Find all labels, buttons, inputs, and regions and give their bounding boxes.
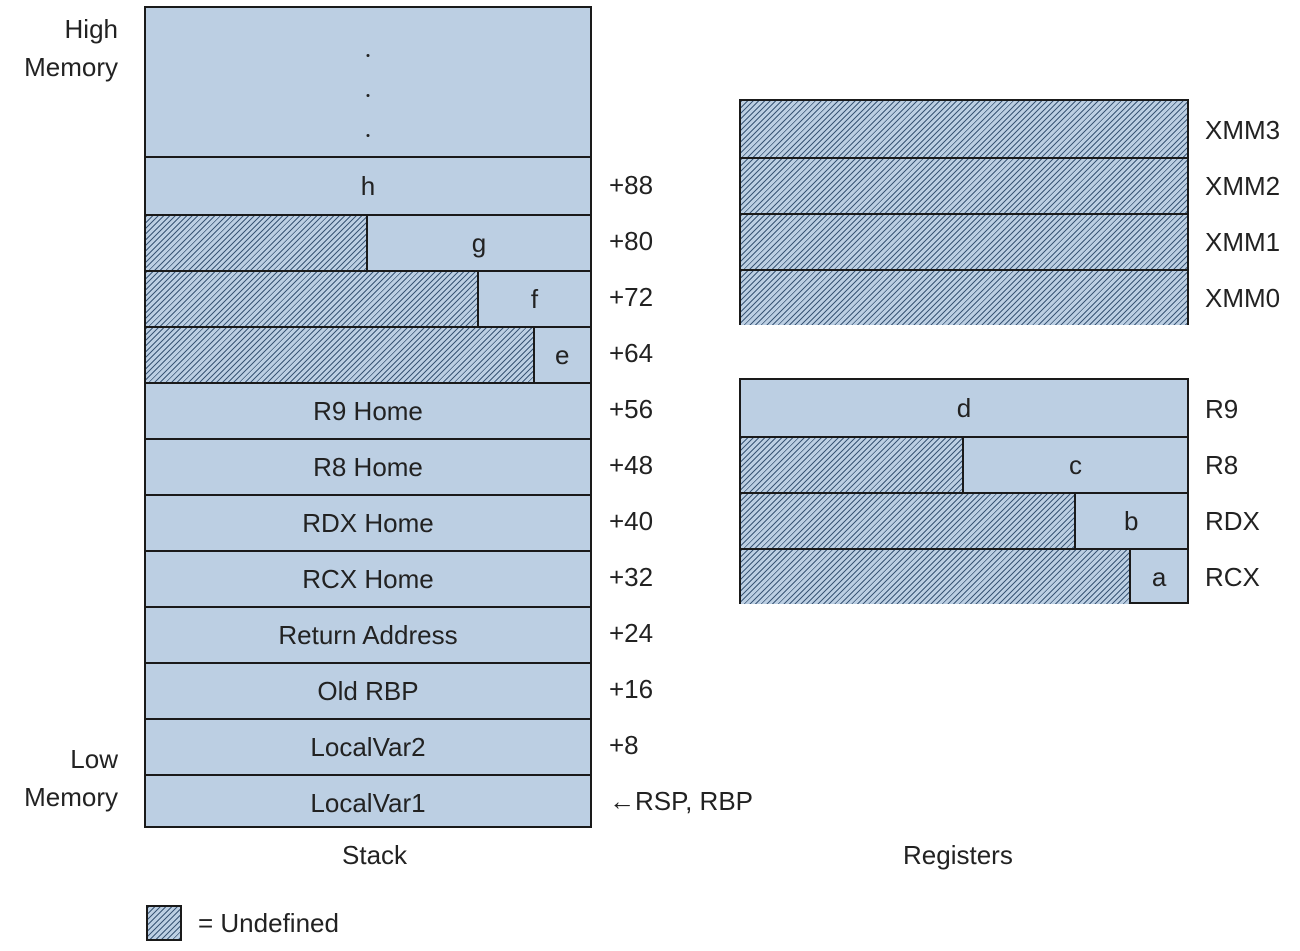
- value-label: RCX Home: [302, 563, 434, 594]
- undefined-region: [741, 159, 1187, 213]
- undefined-region: [741, 494, 1076, 548]
- stack-offset-label: +80: [609, 226, 654, 256]
- value-label: h: [360, 170, 376, 201]
- register-name: RDX: [1205, 506, 1260, 536]
- undefined-region: [146, 216, 368, 270]
- register-name: R9: [1205, 394, 1239, 424]
- stack-offset-label: +40: [609, 506, 654, 536]
- register-name: XMM2: [1205, 171, 1281, 201]
- stack-slot: Old RBP: [146, 662, 590, 718]
- stack-slot: RCX Home: [146, 550, 590, 606]
- gpr-register-slot: b: [741, 492, 1187, 548]
- value-label: R8 Home: [313, 451, 423, 482]
- xmm-register-slot: [741, 157, 1187, 213]
- gpr-register-slot: a: [741, 548, 1187, 604]
- value-label: e: [555, 339, 570, 370]
- stack-offset-label: +56: [609, 394, 654, 424]
- undefined-region: [741, 101, 1187, 157]
- value-label: g: [471, 227, 487, 258]
- value-label: d: [956, 392, 972, 423]
- stack-caption: Stack: [342, 840, 408, 870]
- high-memory-line2: Memory: [24, 52, 118, 82]
- undefined-region: [741, 550, 1132, 604]
- low-memory-line2: Memory: [24, 782, 118, 812]
- stack-offset-label: +24: [609, 618, 654, 648]
- value-label: Old RBP: [317, 675, 419, 706]
- ellipsis-dot: [366, 94, 370, 97]
- gpr-register-slot: c: [741, 436, 1187, 492]
- undefined-region: [741, 271, 1187, 325]
- stack-slot: g: [146, 214, 590, 270]
- xmm-register-slot: [741, 269, 1187, 325]
- value-label: b: [1124, 505, 1139, 536]
- gpr-register-slot: d: [741, 380, 1187, 436]
- stack-slot: RDX Home: [146, 494, 590, 550]
- stack-slot: LocalVar2: [146, 718, 590, 774]
- value-label: f: [530, 283, 539, 314]
- value-label: LocalVar2: [310, 731, 426, 762]
- high-memory-line1: High: [64, 14, 118, 44]
- stack-offset-label: +48: [609, 450, 654, 480]
- undefined-region: [741, 438, 964, 492]
- stack-slot: R8 Home: [146, 438, 590, 494]
- stack-slot: R9 Home: [146, 382, 590, 438]
- ellipsis-dot: [366, 54, 370, 57]
- undefined-region: [741, 215, 1187, 269]
- register-name: R8: [1205, 450, 1239, 480]
- value-label: c: [1069, 449, 1082, 480]
- legend-undefined-label: = Undefined: [198, 908, 339, 938]
- value-label: R9 Home: [313, 395, 423, 426]
- undefined-region: [146, 328, 535, 382]
- stack-slot: e: [146, 326, 590, 382]
- value-label: LocalVar1: [310, 787, 426, 818]
- stack-slot: h: [146, 158, 590, 214]
- stack-offset-label: +88: [609, 170, 654, 200]
- stack-offset-label: +72: [609, 282, 654, 312]
- xmm-register-block: [739, 99, 1189, 325]
- stack-offset-label: +64: [609, 338, 654, 368]
- register-name: XMM1: [1205, 227, 1281, 257]
- value-label: Return Address: [278, 619, 458, 650]
- register-name: RCX: [1205, 562, 1260, 592]
- low-memory-line1: Low: [70, 744, 118, 774]
- stack-offset-label: ←RSP, RBP: [609, 786, 754, 816]
- value-label: RDX Home: [302, 507, 434, 538]
- xmm-register-slot: [741, 101, 1187, 157]
- xmm-register-slot: [741, 213, 1187, 269]
- stack-offset-label: +32: [609, 562, 654, 592]
- stack-offset-label: +16: [609, 674, 654, 704]
- register-name: XMM3: [1205, 115, 1281, 145]
- stack-slot: LocalVar1: [146, 774, 590, 830]
- registers-caption: Registers: [903, 840, 1013, 870]
- undefined-region: [146, 272, 479, 326]
- stack-slot: Return Address: [146, 606, 590, 662]
- stack-ellipsis: [146, 8, 590, 154]
- low-memory-label: Low Memory: [0, 744, 118, 812]
- ellipsis-dot: [366, 134, 370, 137]
- high-memory-label: High Memory: [0, 14, 118, 82]
- register-name: XMM0: [1205, 283, 1281, 313]
- value-label: a: [1151, 561, 1167, 592]
- legend-undefined-swatch: [146, 905, 182, 941]
- stack-offset-label: +8: [609, 730, 639, 760]
- stack-slot: f: [146, 270, 590, 326]
